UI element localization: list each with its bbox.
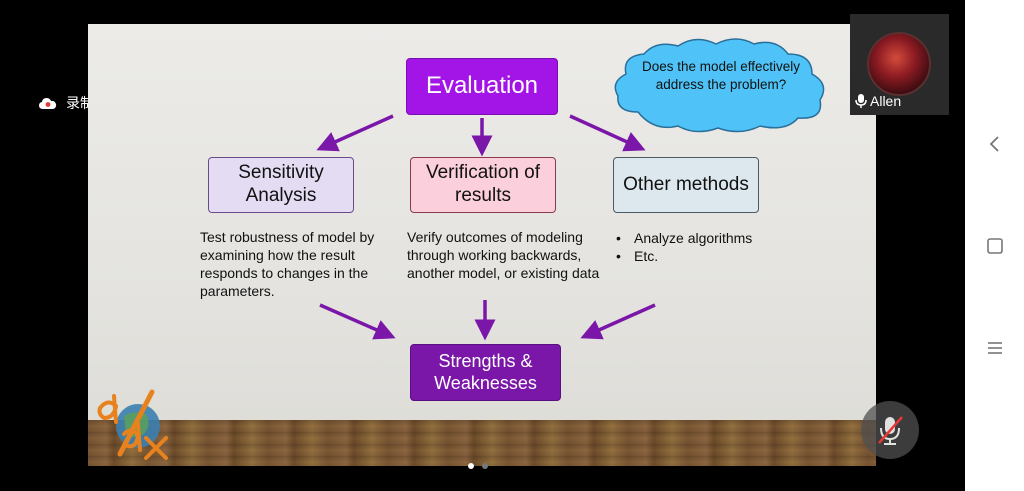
arrow-eval-to-sensitivity — [316, 114, 394, 152]
other-methods-list: Analyze algorithms Etc. — [614, 229, 784, 265]
participant-thumbnail[interactable]: Allen — [850, 14, 949, 115]
menu-icon — [988, 342, 1002, 354]
back-icon — [989, 136, 999, 152]
back-button[interactable] — [983, 132, 1007, 156]
page-dot[interactable] — [482, 463, 488, 469]
verification-description: Verify outcomes of modeling through work… — [407, 229, 600, 281]
question-cloud — [614, 38, 825, 133]
cloud-recording-icon — [39, 98, 57, 109]
evaluation-box: Evaluation — [406, 58, 558, 115]
avatar — [867, 32, 931, 96]
page-dot[interactable] — [468, 463, 474, 469]
list-item: Etc. — [614, 247, 784, 265]
arrow-other-to-strengths — [580, 303, 656, 340]
strengths-weaknesses-box: Strengths & Weaknesses — [410, 344, 561, 401]
arrow-sensitivity-to-strengths — [319, 303, 396, 340]
participant-name-tag: Allen — [854, 93, 901, 109]
wood-floor — [88, 420, 876, 466]
participant-name: Allen — [870, 93, 902, 109]
dy-dx-logo — [97, 389, 168, 460]
home-button[interactable] — [983, 234, 1007, 258]
flow-arrows — [316, 114, 656, 341]
microphone-icon — [855, 94, 867, 108]
home-icon — [987, 238, 1003, 254]
muted-microphone-icon — [878, 416, 903, 445]
system-navigation-bar — [965, 0, 1024, 491]
other-methods-box: Other methods — [613, 157, 759, 213]
cloud-question-text: Does the model effectively address the p… — [641, 59, 801, 92]
verification-box: Verification of results — [410, 157, 556, 213]
mute-button[interactable] — [861, 401, 919, 459]
arrow-eval-to-other — [569, 114, 646, 152]
sensitivity-description: Test robustness of model by examining ho… — [200, 229, 375, 299]
list-item: Analyze algorithms — [614, 229, 784, 247]
page-indicator — [468, 463, 488, 469]
presentation-slide: Does the model effectively address the p… — [88, 24, 876, 466]
video-area: 录制中 Does the model effectively address t… — [0, 0, 965, 491]
menu-button[interactable] — [983, 336, 1007, 360]
sensitivity-analysis-box: Sensitivity Analysis — [208, 157, 354, 213]
